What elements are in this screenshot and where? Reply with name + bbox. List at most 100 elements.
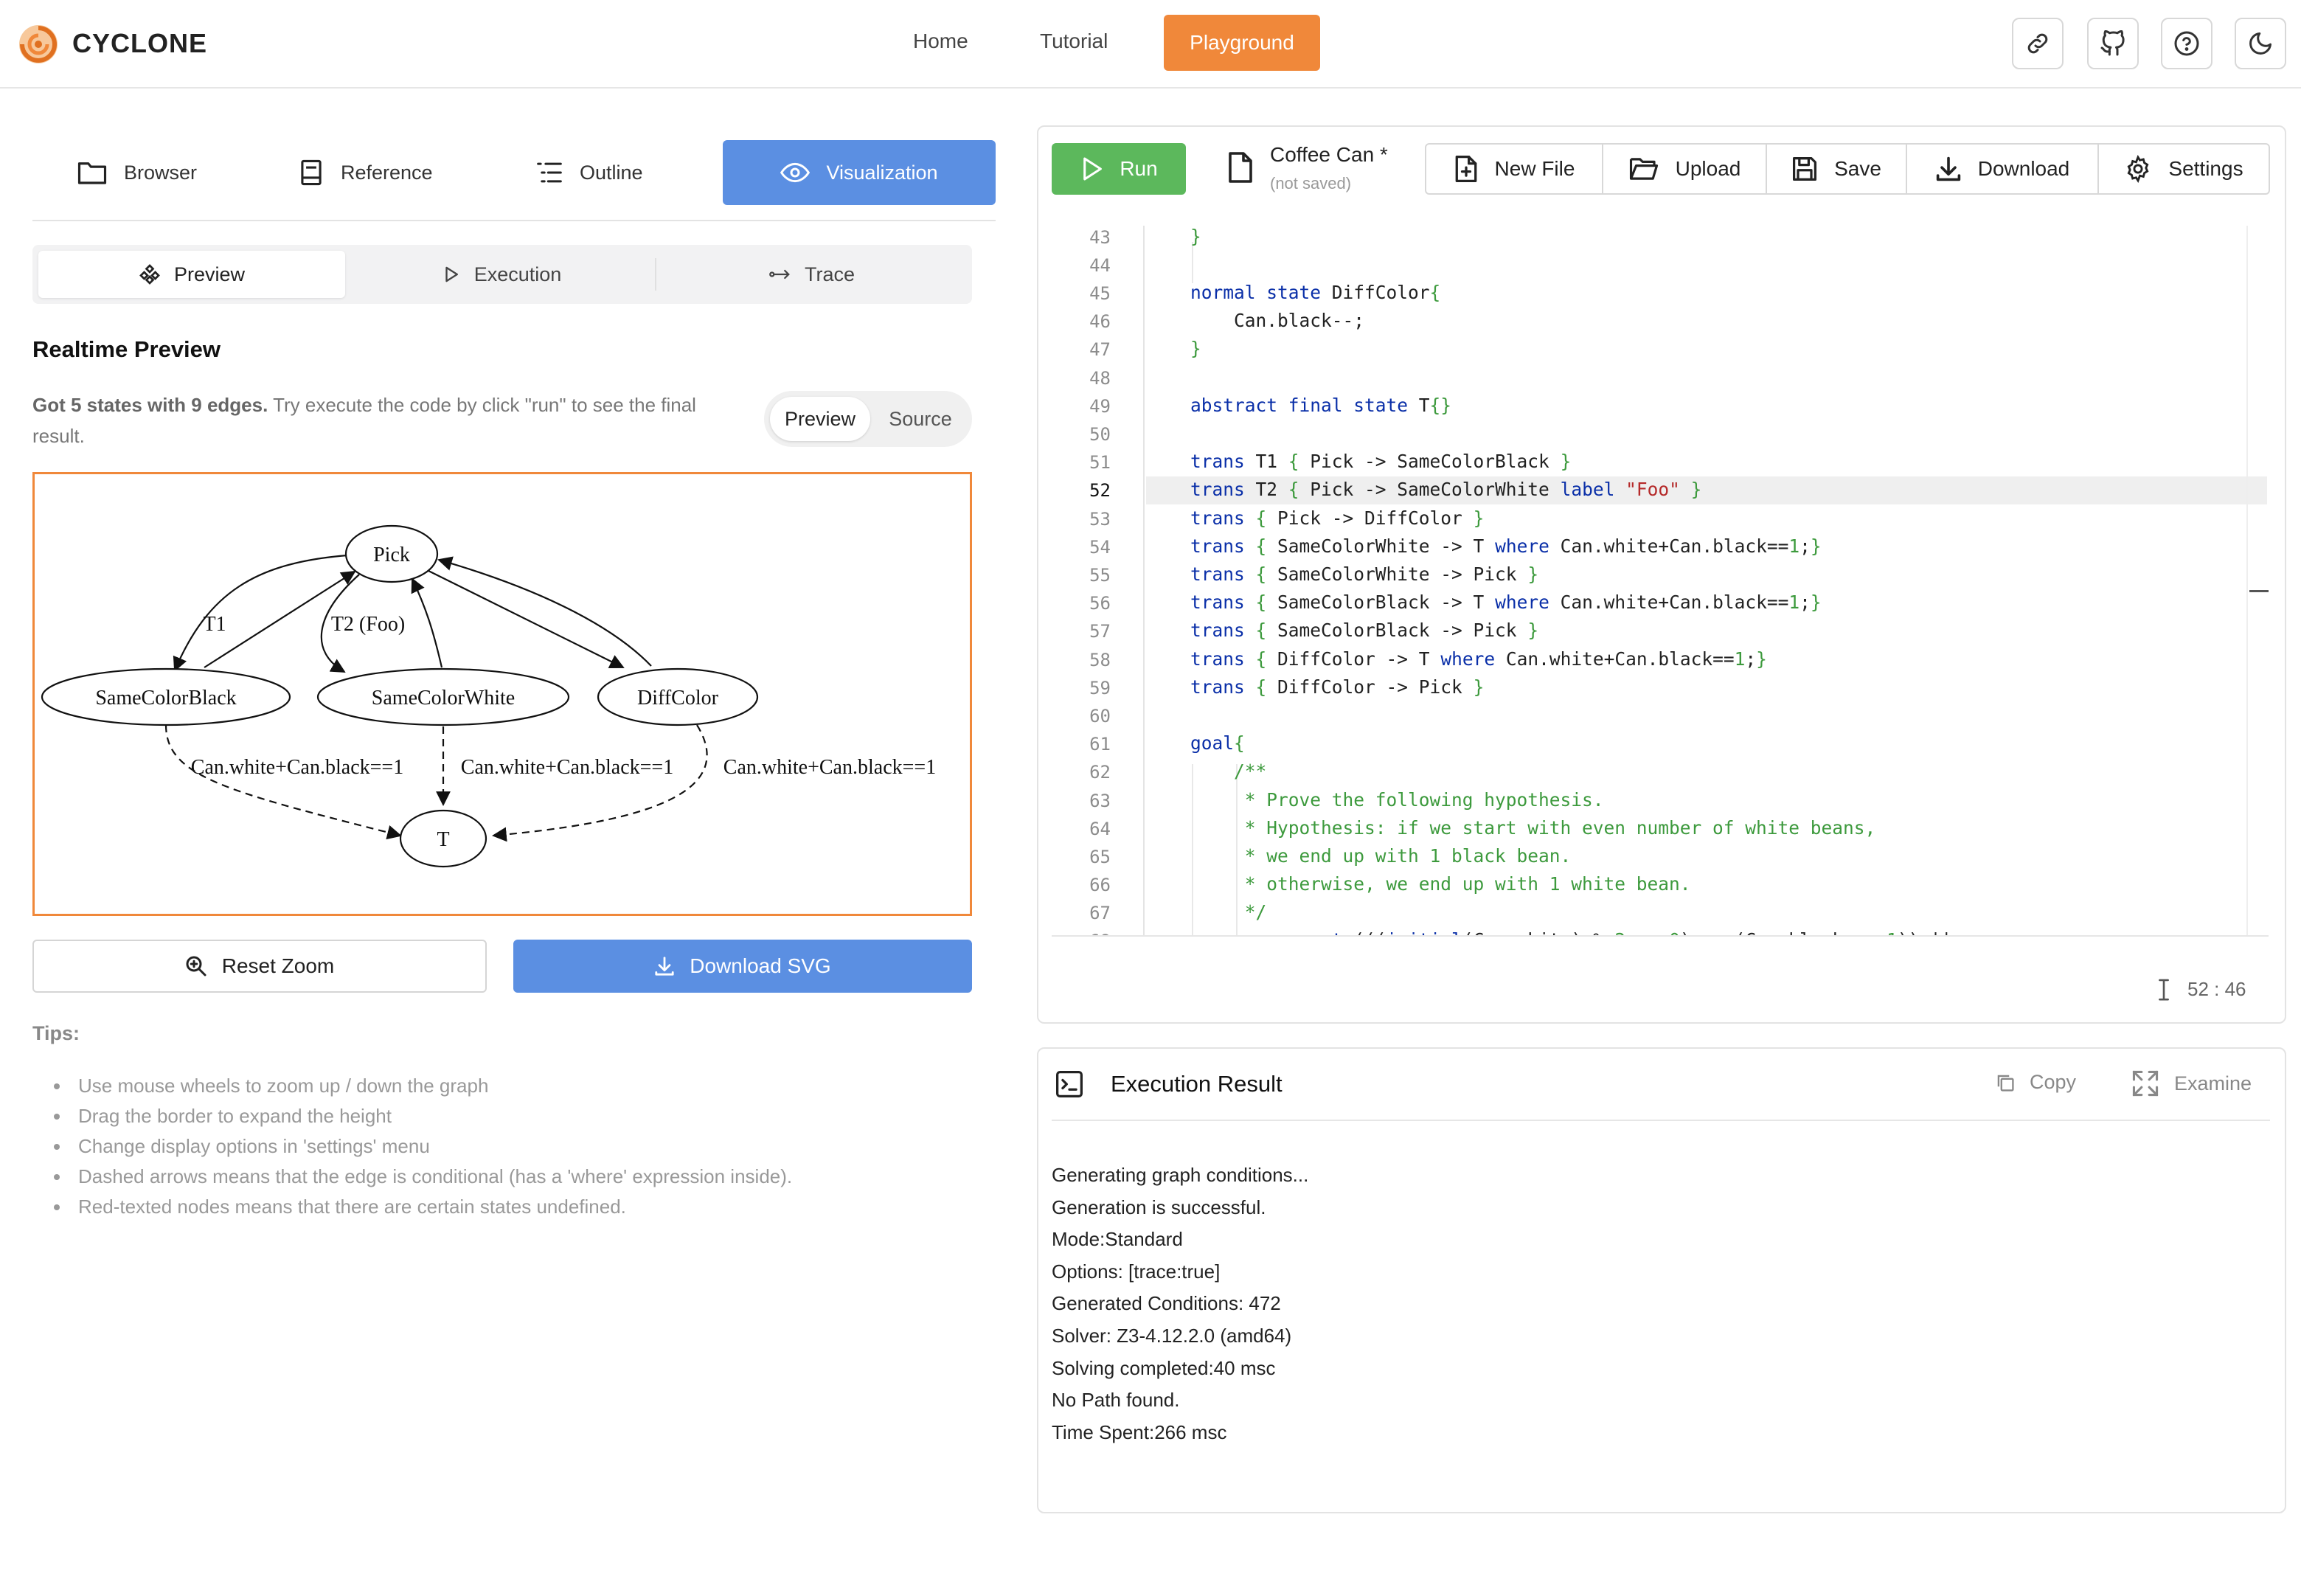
node-samecolorwhite[interactable]: SameColorWhite: [372, 687, 515, 709]
editor-scrollbar[interactable]: [2246, 226, 2248, 935]
cyclone-logo-icon[interactable]: [16, 22, 60, 66]
examine-button[interactable]: Examine: [2131, 1069, 2252, 1097]
node-t[interactable]: T: [437, 828, 449, 851]
nav-home[interactable]: Home: [913, 30, 968, 52]
indent-guide: [1192, 764, 1193, 935]
eye-icon: [780, 162, 826, 184]
line-number: 64: [1089, 819, 1111, 839]
preview-hint: Try execute the code by click "run" to s…: [32, 394, 696, 447]
code-line: abstract final state T{}: [1190, 395, 1452, 416]
divider: [1052, 1120, 2270, 1121]
tab-browser[interactable]: Browser: [77, 140, 197, 205]
dark-mode-button[interactable]: [2235, 18, 2286, 69]
text-cursor-icon: [2158, 979, 2187, 1001]
output-line: Generated Conditions: 472: [1052, 1292, 1281, 1315]
file-save-status: (not saved): [1270, 174, 1352, 192]
edge-label-cond-3: Can.white+Can.black==1: [723, 756, 936, 779]
tab-reference[interactable]: Reference: [298, 140, 433, 205]
editor-panel: [1037, 125, 2286, 1024]
tips-list: Use mouse wheels to zoom up / down the g…: [71, 1071, 993, 1222]
github-icon: [2100, 30, 2126, 57]
subtab-preview-label: Preview: [173, 263, 246, 285]
edge-diffcolor-t: [492, 724, 708, 842]
subtab-preview[interactable]: Preview: [38, 251, 345, 298]
toggle-source[interactable]: Source: [889, 407, 952, 430]
dark-mode-icon: [2247, 30, 2274, 57]
play-icon: [1080, 156, 1120, 181]
new-file-label: New File: [1494, 157, 1575, 180]
code-line: trans { SameColorBlack -> T where Can.wh…: [1190, 591, 1822, 613]
edge-pick-samecolorwhite: [320, 574, 360, 673]
line-number-active: 52: [1089, 480, 1111, 501]
toggle-preview[interactable]: Preview: [770, 397, 870, 441]
visualization-subtabs: Preview Execution Trace: [32, 245, 972, 304]
file-name[interactable]: Coffee Can *: [1270, 143, 1388, 166]
upload-label: Upload: [1675, 157, 1741, 180]
help-button[interactable]: [2161, 18, 2212, 69]
code-line: */: [1190, 901, 1267, 923]
nav-playground[interactable]: Playground: [1164, 15, 1320, 71]
node-pick[interactable]: Pick: [373, 544, 410, 566]
edge-pick-samecolorblack: [173, 554, 348, 672]
reset-zoom-label: Reset Zoom: [221, 954, 335, 977]
save-button[interactable]: Save: [1767, 145, 1907, 193]
line-number: 46: [1089, 311, 1111, 332]
reset-zoom-button[interactable]: Reset Zoom: [32, 940, 487, 993]
node-t-shape: [399, 809, 487, 868]
file-icon: [1227, 150, 1254, 184]
subtab-trace[interactable]: Trace: [658, 251, 966, 298]
list-icon: [535, 160, 580, 185]
settings-button[interactable]: Settings: [2099, 145, 2269, 193]
folder-icon: [77, 159, 124, 186]
new-file-button[interactable]: New File: [1426, 145, 1603, 193]
scroll-position-marker: [2249, 590, 2269, 592]
node-diffcolor-shape: [597, 667, 759, 726]
cursor-position-value: 52 : 46: [2187, 978, 2246, 1000]
copy-button[interactable]: Copy: [1996, 1071, 2076, 1094]
code-line: trans T1 { Pick -> SameColorBlack }: [1190, 451, 1572, 472]
line-number: 63: [1089, 791, 1111, 811]
editor-toolbar: New File Upload Save Download Settings: [1425, 143, 2270, 195]
node-diffcolor[interactable]: DiffColor: [637, 687, 719, 709]
code-line: trans T2 { Pick -> SameColorWhite label …: [1190, 479, 1702, 500]
tab-visualization[interactable]: Visualization: [723, 140, 996, 205]
code-line: * Hypothesis: if we start with even numb…: [1190, 817, 1876, 839]
tip-item: Red-texted nodes means that there are ce…: [71, 1192, 993, 1222]
play-icon: [442, 265, 474, 284]
book-icon: [298, 159, 341, 187]
line-number: 50: [1089, 424, 1111, 445]
node-samecolorblack-shape: [41, 667, 291, 726]
nav-tutorial[interactable]: Tutorial: [1040, 30, 1108, 52]
line-number: 67: [1089, 903, 1111, 923]
share-link-button[interactable]: [2012, 18, 2064, 69]
code-line: }: [1190, 226, 1201, 247]
indent-guide: [1236, 764, 1238, 935]
brand-name[interactable]: CYCLONE: [72, 28, 208, 58]
upload-button[interactable]: Upload: [1603, 145, 1767, 193]
cursor-position: 52 : 46: [2158, 978, 2246, 1001]
copy-label: Copy: [2030, 1071, 2077, 1093]
tip-item: Drag the border to expand the height: [71, 1101, 993, 1131]
graph-preview[interactable]: Pick SameColorBlack SameColorWhite DiffC…: [32, 472, 972, 916]
run-button[interactable]: Run: [1052, 143, 1186, 195]
state-graph[interactable]: Pick SameColorBlack SameColorWhite DiffC…: [35, 474, 970, 914]
code-line: normal state DiffColor{: [1190, 282, 1441, 303]
download-svg-button[interactable]: Download SVG: [513, 940, 972, 993]
line-number: 51: [1089, 452, 1111, 473]
output-line: Solving completed:40 msc: [1052, 1356, 1276, 1379]
code-editor[interactable]: 43 44 45 46 47 48 49 50 51 52 53 54 55 5…: [1052, 226, 2269, 937]
copy-icon: [1996, 1073, 2030, 1092]
line-number: 49: [1089, 396, 1111, 417]
github-button[interactable]: [2087, 18, 2139, 69]
run-label: Run: [1120, 157, 1158, 180]
output-line: No Path found.: [1052, 1389, 1180, 1412]
tab-outline[interactable]: Outline: [535, 140, 643, 205]
code-line: * otherwise, we end up with 1 white bean…: [1190, 873, 1691, 895]
tip-item: Use mouse wheels to zoom up / down the g…: [71, 1071, 993, 1101]
top-bar: [0, 0, 2301, 89]
edge-label-t1: T1: [203, 613, 226, 636]
code-line: goal{: [1190, 732, 1245, 754]
node-samecolorblack[interactable]: SameColorBlack: [95, 687, 236, 709]
download-button[interactable]: Download: [1907, 145, 2099, 193]
subtab-execution[interactable]: Execution: [345, 251, 658, 298]
